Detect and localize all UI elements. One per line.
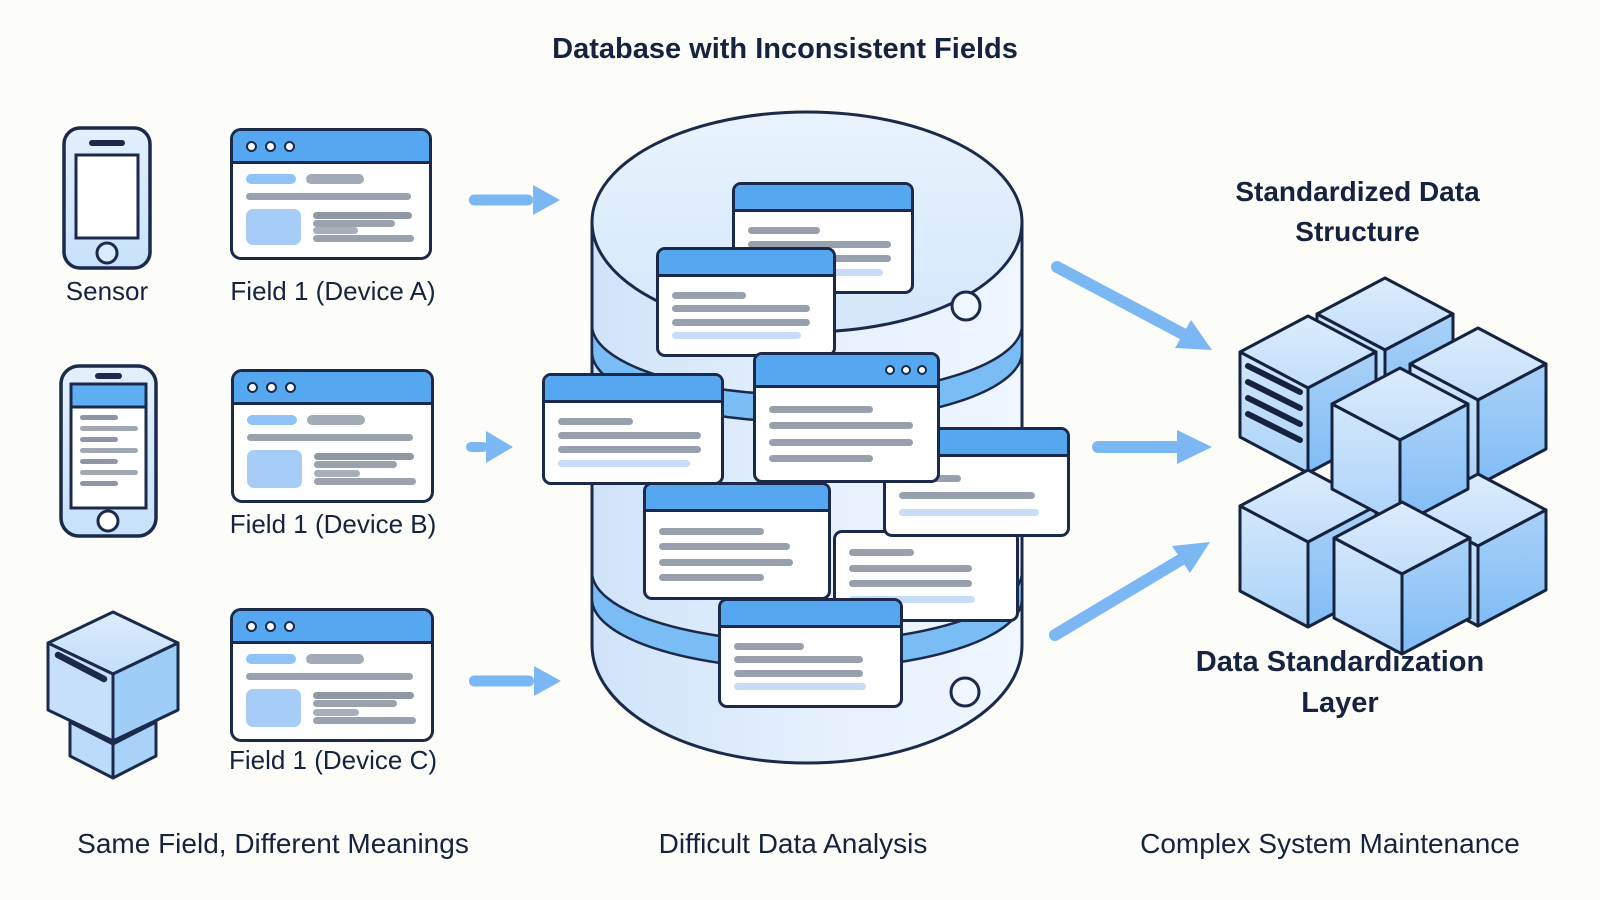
browser-card-device-b: [231, 369, 434, 503]
browser-card-header: [233, 131, 429, 164]
thumbnail-block: [246, 689, 301, 727]
record-card-header: [756, 355, 937, 388]
caption-difficult-analysis: Difficult Data Analysis: [658, 828, 928, 859]
caption-same-field: Same Field, Different Meanings: [77, 828, 469, 859]
sensor-label: Sensor: [65, 276, 149, 306]
standardization-layer-label: Data Standardization Layer: [1195, 646, 1485, 720]
field-label-device-b: Field 1 (Device B): [229, 509, 437, 539]
smartphone-icon: [62, 126, 152, 270]
window-dot-icon: [284, 140, 295, 152]
window-dot-icon: [265, 620, 276, 632]
window-dot-icon: [246, 140, 257, 152]
arrow-b-to-db-icon: [466, 431, 513, 463]
db-record-card: [753, 352, 940, 483]
cube-data-lines: [1245, 363, 1303, 443]
arrow-c-to-db-icon: [469, 666, 561, 696]
db-band-lower: [590, 571, 1024, 671]
caption-complex-maintenance: Complex System Maintenance: [1140, 828, 1520, 859]
window-dot-icon: [247, 381, 258, 393]
window-dot-icon: [885, 365, 895, 375]
browser-card-device-c: [230, 608, 434, 742]
phone-speaker: [89, 140, 125, 146]
page-title: Database with Inconsistent Fields: [552, 33, 1018, 65]
cube-grid-icon: [1238, 276, 1548, 656]
thumbnail-block: [247, 450, 302, 488]
window-dot-icon: [246, 620, 257, 632]
window-dot-icon: [901, 365, 911, 375]
window-dot-icon: [266, 381, 277, 393]
phone-home-button: [95, 241, 119, 265]
window-dot-icon: [917, 365, 927, 375]
db-record-card: [656, 247, 836, 357]
arrow-db-to-cubes-mid-icon: [1092, 430, 1212, 464]
browser-card-header: [233, 611, 431, 644]
smartphone-list-icon: [59, 364, 158, 538]
db-record-card: [643, 482, 831, 600]
window-dot-icon: [284, 620, 295, 632]
package-box-icon: [46, 610, 180, 780]
thumbnail-block: [246, 209, 301, 245]
db-record-card: [718, 598, 903, 708]
browser-card-body: [233, 164, 429, 257]
arrow-db-to-cubes-bottom-icon: [1049, 542, 1210, 641]
browser-card-body: [233, 644, 431, 739]
arrow-db-to-cubes-top-icon: [1051, 261, 1212, 350]
db-record-card: [542, 373, 724, 485]
window-dot-icon: [285, 381, 296, 393]
standardized-structure-heading: Standardized Data Structure: [1235, 176, 1480, 247]
browser-card-header: [234, 372, 431, 405]
field-label-device-a: Field 1 (Device A): [230, 276, 436, 306]
browser-card-body: [234, 405, 431, 500]
window-dot-icon: [265, 140, 276, 152]
arrow-a-to-db-icon: [469, 185, 560, 215]
browser-card-device-a: [230, 128, 432, 260]
field-label-device-c: Field 1 (Device C): [228, 745, 438, 775]
db-indicator-dot: [950, 290, 982, 322]
db-indicator-dot: [949, 676, 981, 708]
